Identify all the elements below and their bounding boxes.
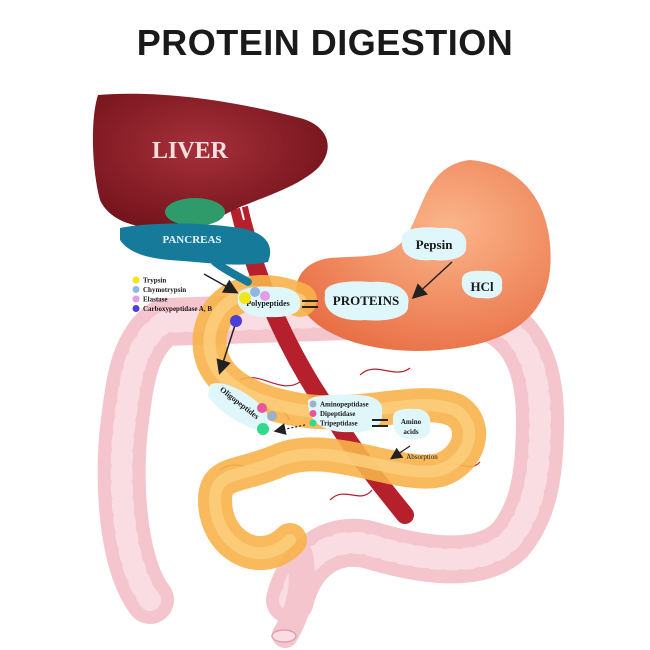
large-intestine (97, 287, 565, 624)
oligopeptides-bubble (208, 383, 269, 431)
dipeptidase-molecule (257, 403, 267, 413)
pancreatic-enzyme-label: Trypsin (143, 277, 166, 285)
pancreatic-enzyme-swatch (132, 286, 140, 293)
gallbladder (165, 198, 225, 226)
polypeptides-label: Polypeptides (246, 299, 290, 308)
pancreas-label: PANCREAS (162, 234, 221, 246)
pepsin-label: Pepsin (416, 237, 454, 252)
intestinal-enzyme-swatch (309, 419, 317, 427)
amino-acids-bubble (392, 408, 431, 440)
polypeptides-to-oligopeptides-arrow (216, 321, 237, 375)
liver-label: LIVER (152, 138, 229, 164)
equals-sign (302, 300, 318, 308)
proteins-label: PROTEINS (333, 293, 399, 308)
elastase-molecule (260, 291, 270, 301)
tripeptidase-molecule (257, 423, 269, 435)
small-intestine (192, 275, 487, 570)
hcl-bubble (461, 270, 503, 299)
pepsin-bubble (401, 227, 467, 261)
pancreatic-enzyme-swatch (132, 276, 140, 284)
hcl-label: HCl (470, 279, 494, 294)
absorption-label: Absorption (406, 453, 438, 461)
pepsin-arrow (411, 261, 453, 300)
vessel-flow-arrow (310, 344, 325, 369)
pancreatic-enzyme-label: Carboxypeptidase A, B (143, 305, 212, 313)
amino-acids-label-line1: Amino (401, 418, 422, 426)
amino-acids-label-line2: acids (403, 428, 418, 436)
equals-sign (372, 419, 388, 427)
carboxypeptidase-molecule (230, 315, 242, 327)
intestinal-enzyme-arrow (273, 423, 306, 435)
intestinal-enzyme-swatch (309, 410, 317, 417)
pancreatic-enzyme-label: Chymotrypsin (143, 286, 186, 294)
chymotrypsin-molecule (250, 287, 260, 297)
pancreatic-enzyme-legend: TrypsinChymotrypsinElastaseCarboxypeptid… (132, 276, 212, 313)
enzyme-to-polypeptides-arrow (203, 273, 239, 294)
liver (92, 93, 328, 229)
intestinal-enzyme-label: Dipeptidase (320, 410, 355, 418)
intestinal-enzyme-label: Aminopeptidase (320, 401, 369, 409)
intestinal-enzyme-label: Tripeptidase (320, 420, 358, 428)
pancreas (120, 223, 271, 265)
pancreatic-enzyme-swatch (132, 295, 140, 303)
pancreatic-duct (211, 258, 252, 286)
intestinal-enzyme-bubble (307, 394, 383, 433)
proteins-bubble (324, 281, 409, 321)
intestinal-enzyme-swatch (309, 400, 317, 408)
enzyme-dots (230, 287, 277, 435)
page-title: PROTEIN DIGESTION (136, 22, 514, 63)
pancreatic-enzyme-swatch (132, 305, 140, 312)
trypsin-molecule (239, 292, 251, 304)
aminopeptidase-molecule (267, 411, 277, 421)
rectum (272, 542, 315, 648)
rectum-opening (271, 629, 297, 643)
pancreatic-enzyme-label: Elastase (143, 296, 168, 304)
absorption-arrow (390, 445, 411, 460)
